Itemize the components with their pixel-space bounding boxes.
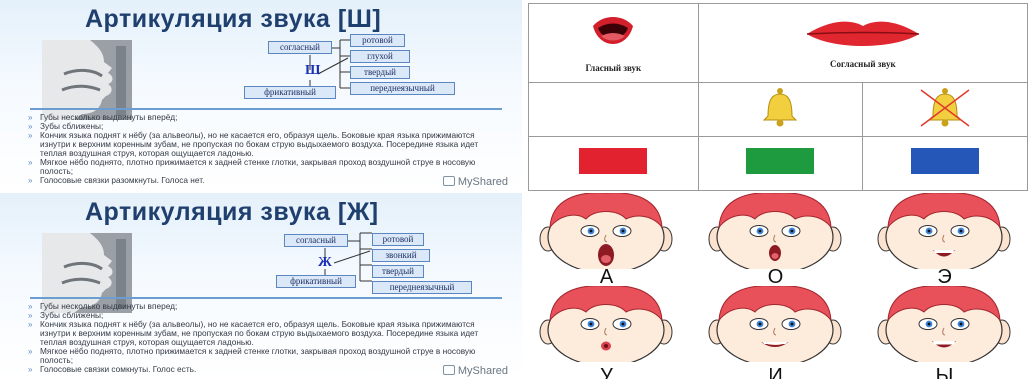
- box-fricative: фрикативный: [276, 275, 356, 288]
- empty-cell: [528, 81, 699, 137]
- slide-title: Артикуляция звука [Ш]: [85, 5, 382, 33]
- classification-diagram-lines: [324, 232, 372, 282]
- face-vowel: У: [522, 286, 691, 379]
- vowel-color-cell: [528, 135, 699, 192]
- closed-lips-icon: [806, 21, 919, 47]
- divider: [30, 297, 502, 299]
- voiced-color-cell: [697, 135, 864, 192]
- list-item: Губы несколько выдвинуты вперед;: [28, 302, 498, 312]
- bell-icon: [763, 87, 798, 127]
- box-hard: твердый: [350, 66, 410, 79]
- box-consonant: согласный: [284, 234, 348, 247]
- red-swatch: [579, 147, 648, 174]
- sound-letter: Ж: [318, 255, 332, 270]
- face-vowel: Ы: [860, 286, 1029, 379]
- open-mouth-icon: [593, 17, 634, 45]
- cartoon-face-illustration: [708, 193, 842, 269]
- crossed-bell-icon: [920, 87, 970, 127]
- myshared-watermark: MyShared: [442, 365, 508, 377]
- list-item: Зубы сближены;: [28, 122, 498, 132]
- list-item: Губы несколько выдвинуты вперёд;: [28, 113, 498, 123]
- vowel-letter: И: [768, 365, 783, 379]
- box-voiceless: глухой: [350, 50, 410, 63]
- vowel-cell: Гласный звук: [528, 3, 699, 83]
- myshared-logo-icon: [442, 365, 455, 375]
- box-front-lingual: переднеязычный: [372, 281, 472, 294]
- articulation-list: Губы несколько выдвинуты вперед; Зубы сб…: [28, 302, 498, 375]
- box-oral: ротовой: [372, 233, 424, 246]
- box-hard: твердый: [372, 265, 424, 278]
- vowel-letter: Э: [937, 266, 952, 288]
- cartoon-face-illustration: [877, 286, 1011, 362]
- vowel-faces-panel: А О Э У И Ы: [522, 193, 1030, 379]
- list-item: Кончик языка поднят к нёбу (за альвеолы)…: [28, 131, 498, 158]
- consonant-label: Согласный звук: [829, 59, 896, 70]
- box-fricative: фрикативный: [244, 86, 336, 99]
- face-vowel: И: [691, 286, 860, 379]
- slide-sh: Артикуляция звука [Ш] согласный фрикатив…: [0, 0, 522, 190]
- blue-swatch: [911, 147, 980, 174]
- cartoon-face-illustration: [877, 193, 1011, 269]
- list-item: Мягкое нёбо поднято, плотно прижимается …: [28, 347, 498, 365]
- list-item: Кончик языка поднят к нёбу (за альвеолы)…: [28, 320, 498, 347]
- box-front-lingual: переднеязычный: [350, 82, 455, 95]
- articulation-profile-image: [42, 233, 132, 313]
- sound-symbol-table: Гласный звук Согласный звук: [528, 3, 1029, 192]
- vowel-letter: У: [600, 365, 613, 379]
- consonant-cell: Согласный звук: [697, 3, 1029, 83]
- divider: [30, 108, 502, 110]
- myshared-watermark: MyShared: [442, 176, 508, 188]
- face-vowel: А: [522, 193, 691, 288]
- face-vowel: Э: [860, 193, 1029, 288]
- list-item: Голосовые связки разомкнуты. Голоса нет.: [28, 176, 498, 186]
- voiceless-bell-cell: [862, 81, 1028, 137]
- articulation-profile-image: [42, 40, 132, 120]
- list-item: Зубы сближены;: [28, 311, 498, 321]
- slide-title: Артикуляция звука [Ж]: [85, 198, 379, 226]
- voiced-bell-cell: [697, 81, 864, 137]
- list-item: Мягкое нёбо поднято, плотно прижимается …: [28, 158, 498, 176]
- list-item: Голосовые связки сомкнуты. Голос есть.: [28, 365, 498, 375]
- articulation-list: Губы несколько выдвинуты вперёд; Зубы сб…: [28, 113, 498, 186]
- green-swatch: [746, 147, 815, 174]
- sound-letter: Ш: [305, 63, 321, 78]
- classification-diagram-lines: [309, 39, 350, 89]
- face-vowel: О: [691, 193, 860, 288]
- vowel-letter: О: [767, 266, 784, 288]
- box-oral: ротовой: [350, 34, 405, 47]
- slide-zh: Артикуляция звука [Ж] согласный фрикатив…: [0, 193, 522, 379]
- box-voiced: звонкий: [372, 249, 430, 262]
- vowel-letter: А: [599, 266, 614, 288]
- box-consonant: согласный: [268, 41, 332, 54]
- myshared-logo-icon: [442, 176, 455, 186]
- vowel-letter: Ы: [935, 365, 954, 379]
- cartoon-face-illustration: [708, 286, 842, 362]
- vowel-label: Гласный звук: [585, 63, 642, 74]
- cartoon-face-illustration: [539, 286, 673, 362]
- cartoon-face-illustration: [539, 193, 673, 269]
- voiceless-color-cell: [862, 135, 1028, 192]
